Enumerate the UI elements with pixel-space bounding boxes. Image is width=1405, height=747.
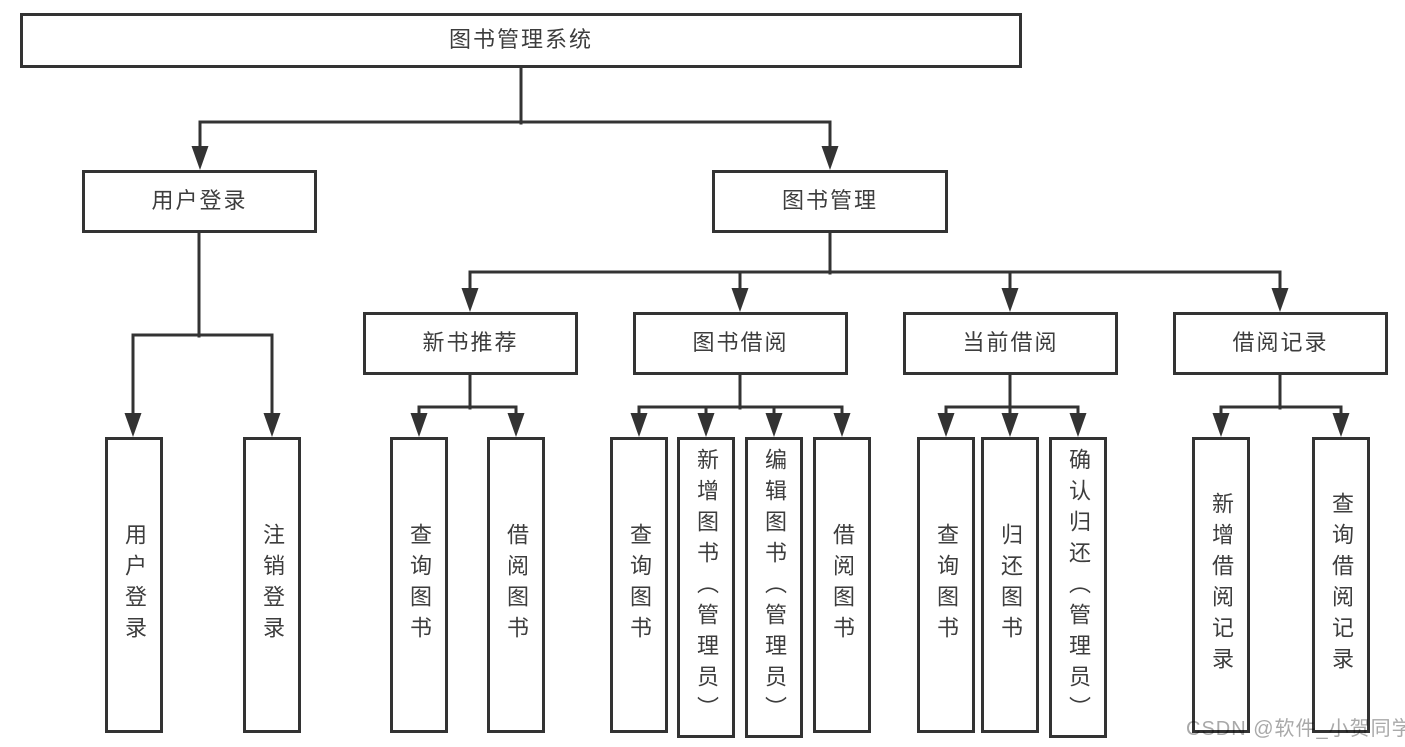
arrowhead-down-icon xyxy=(937,413,955,437)
node-leaf-user-login: 用户登录 xyxy=(105,437,163,733)
node-label-leaf-query-book-2: 查询图书 xyxy=(627,523,652,647)
node-root: 图书管理系统 xyxy=(20,13,1022,68)
arrowhead-down-icon xyxy=(263,413,281,437)
arrowhead-down-icon xyxy=(1001,288,1019,312)
node-label-leaf-query-book-1: 查询图书 xyxy=(407,523,432,647)
node-label-leaf-borrow-book-2: 借阅图书 xyxy=(830,523,855,647)
node-leaf-add-borrow-record: 新增借阅记录 xyxy=(1192,437,1250,733)
node-user-login: 用户登录 xyxy=(82,170,317,233)
node-borrow-record: 借阅记录 xyxy=(1173,312,1388,375)
node-label-user-login: 用户登录 xyxy=(151,188,248,214)
node-label-leaf-borrow-book-1: 借阅图书 xyxy=(504,523,529,647)
node-new-book-recommend: 新书推荐 xyxy=(363,312,578,375)
node-leaf-confirm-return: 确认归还（管理员） xyxy=(1049,437,1107,738)
node-label-book-mgmt: 图书管理 xyxy=(781,188,878,214)
arrowhead-down-icon xyxy=(410,413,428,437)
arrowhead-down-icon xyxy=(833,413,851,437)
node-label-leaf-query-borrow-record: 查询借阅记录 xyxy=(1329,492,1354,678)
arrowhead-down-icon xyxy=(1271,288,1289,312)
node-leaf-query-book-1: 查询图书 xyxy=(390,437,448,733)
arrowhead-down-icon xyxy=(1212,413,1230,437)
node-leaf-return-book: 归还图书 xyxy=(981,437,1039,733)
node-label-leaf-logout: 注销登录 xyxy=(260,523,285,647)
arrowhead-down-icon xyxy=(124,413,142,437)
node-leaf-borrow-book-2: 借阅图书 xyxy=(813,437,871,733)
arrowhead-down-icon xyxy=(765,413,783,437)
watermark: CSDN @软件_小贺同学 xyxy=(1186,718,1405,740)
arrowhead-down-icon xyxy=(1069,413,1087,437)
arrowhead-down-icon xyxy=(191,146,209,170)
arrowhead-down-icon xyxy=(461,288,479,312)
node-label-leaf-edit-book: 编辑图书（管理员） xyxy=(762,448,787,727)
node-label-leaf-confirm-return: 确认归还（管理员） xyxy=(1066,448,1091,727)
arrowhead-down-icon xyxy=(507,413,525,437)
node-label-current-borrow: 当前借阅 xyxy=(962,330,1059,356)
node-label-leaf-return-book: 归还图书 xyxy=(998,523,1023,647)
arrowhead-down-icon xyxy=(821,146,839,170)
node-leaf-edit-book: 编辑图书（管理员） xyxy=(745,437,803,738)
node-leaf-add-book: 新增图书（管理员） xyxy=(677,437,735,738)
node-leaf-query-book-3: 查询图书 xyxy=(917,437,975,733)
node-leaf-query-borrow-record: 查询借阅记录 xyxy=(1312,437,1370,733)
node-leaf-logout: 注销登录 xyxy=(243,437,301,733)
arrowhead-down-icon xyxy=(697,413,715,437)
node-current-borrow: 当前借阅 xyxy=(903,312,1118,375)
arrowhead-down-icon xyxy=(1001,413,1019,437)
node-label-new-book-recommend: 新书推荐 xyxy=(422,330,519,356)
node-label-leaf-add-borrow-record: 新增借阅记录 xyxy=(1209,492,1234,678)
arrowhead-down-icon xyxy=(731,288,749,312)
node-label-leaf-add-book: 新增图书（管理员） xyxy=(694,448,719,727)
node-book-borrow: 图书借阅 xyxy=(633,312,848,375)
node-label-borrow-record: 借阅记录 xyxy=(1232,330,1329,356)
node-label-root: 图书管理系统 xyxy=(448,27,593,53)
node-label-leaf-user-login: 用户登录 xyxy=(122,523,147,647)
node-label-book-borrow: 图书借阅 xyxy=(692,330,789,356)
node-label-leaf-query-book-3: 查询图书 xyxy=(934,523,959,647)
arrowhead-down-icon xyxy=(630,413,648,437)
node-book-mgmt: 图书管理 xyxy=(712,170,948,233)
node-leaf-borrow-book-1: 借阅图书 xyxy=(487,437,545,733)
arrowhead-down-icon xyxy=(1332,413,1350,437)
node-leaf-query-book-2: 查询图书 xyxy=(610,437,668,733)
